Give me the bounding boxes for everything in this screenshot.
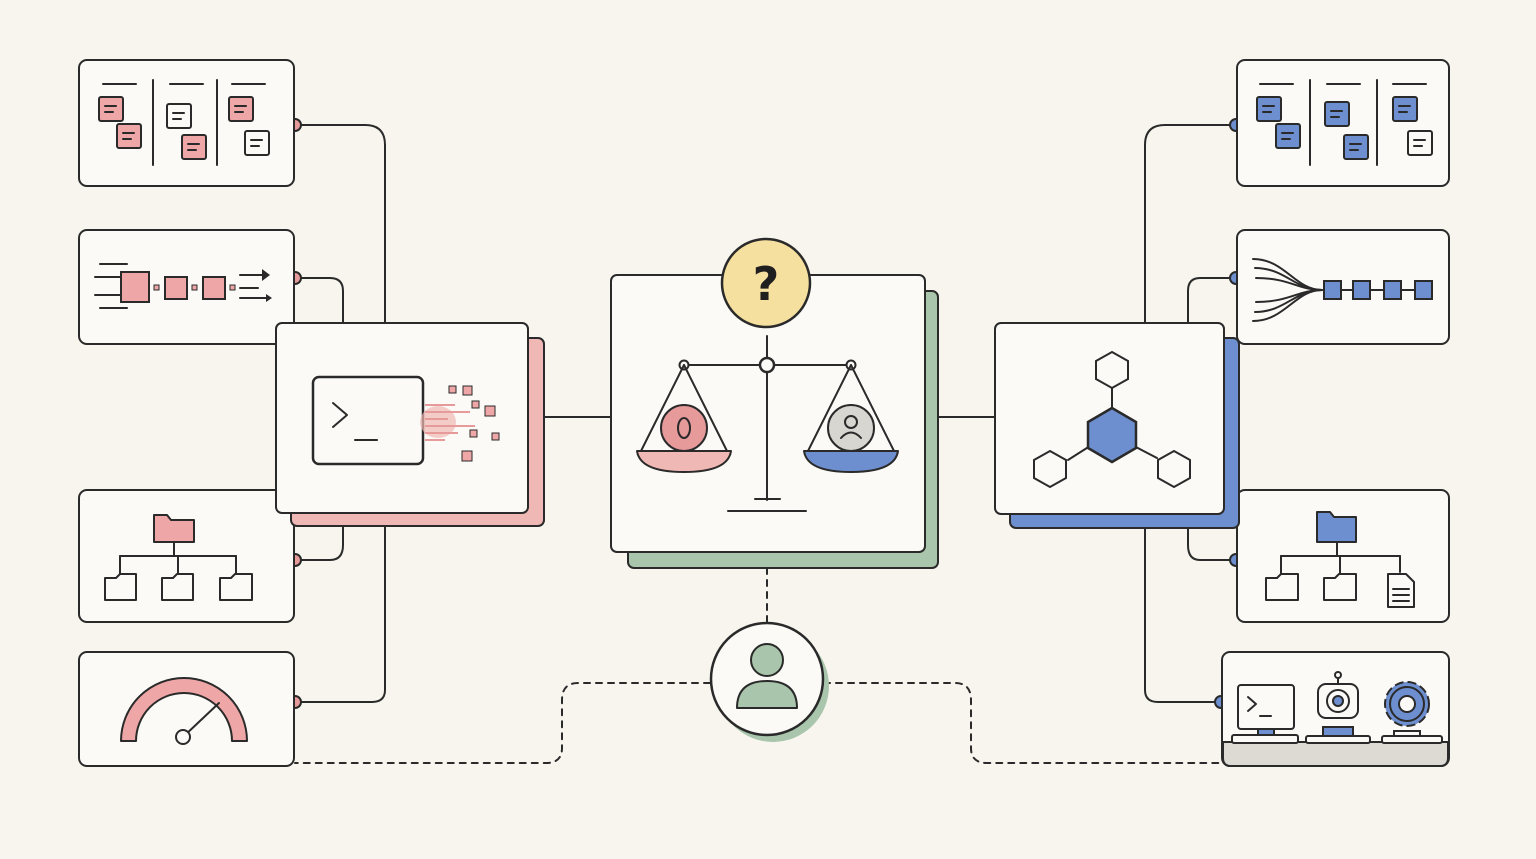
left-card-gauge: [78, 651, 295, 767]
left-card-folders: [78, 489, 295, 623]
pipeline-flow-icon: [94, 263, 272, 309]
workstation-tools-icon: [1231, 671, 1443, 744]
user-avatar-icon: [736, 643, 798, 709]
right-card-kanban: [1236, 59, 1450, 187]
robot-icon: [1305, 671, 1371, 744]
folder-tree-icon: [1265, 511, 1415, 608]
left-card-pipeline: [78, 229, 295, 345]
folder-tree-icon: [104, 514, 253, 601]
right-card-folders: [1236, 489, 1450, 623]
document-icon: [1387, 573, 1415, 608]
left-pan: [636, 364, 732, 473]
kanban-board-icon: [98, 79, 270, 166]
speed-gauge-icon: [120, 677, 248, 745]
gear-icon: [1381, 681, 1443, 744]
left-card-kanban: [78, 59, 295, 187]
dashed-link-left: [294, 682, 711, 764]
balance-scale-icon: [636, 335, 899, 512]
right-pan: [803, 364, 899, 473]
terminal-icon: [311, 375, 425, 466]
left-hub-card: [275, 322, 545, 527]
hexagon-network-icon: [1033, 350, 1191, 489]
person-icon: [840, 415, 862, 439]
connectors: [294, 124, 1237, 764]
data-stream-particles: [420, 385, 500, 462]
question-mark-icon: ?: [753, 257, 780, 311]
dashed-link-right: [823, 682, 1222, 764]
pipeline-merge-icon: [1252, 258, 1433, 322]
kanban-board-icon: [1256, 79, 1433, 166]
person-node: [709, 621, 829, 742]
right-card-workstation: [1221, 651, 1450, 767]
question-badge: ?: [720, 237, 812, 329]
center-hub-card: ?: [610, 237, 939, 569]
right-hub-card: [994, 322, 1240, 529]
monitor-terminal-icon: [1231, 684, 1299, 744]
right-card-pipeline: [1236, 229, 1450, 345]
